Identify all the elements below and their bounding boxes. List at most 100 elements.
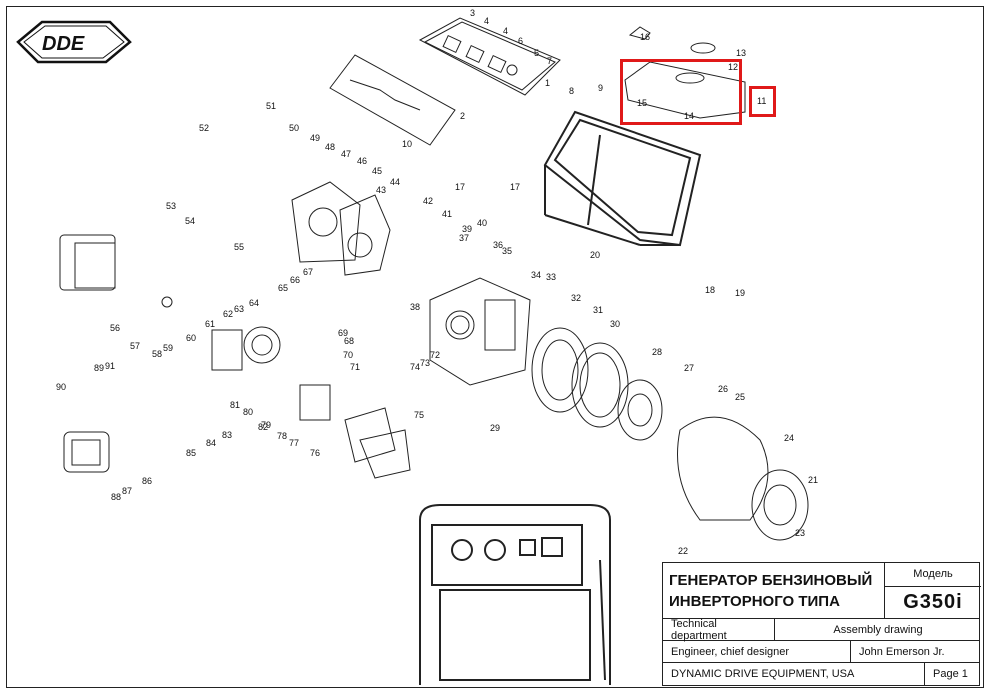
part-number-label: 6 (518, 36, 523, 46)
part-number-label: 2 (460, 111, 465, 121)
crankcase-part (291, 181, 391, 276)
engine-block-part (429, 277, 531, 386)
part-number-label: 9 (598, 83, 603, 93)
highlight-box-cover (620, 59, 742, 125)
part-number-label: 5 (534, 48, 539, 58)
product-title-line2: ИНВЕРТОРНОГО ТИПА (669, 592, 840, 610)
part-number-label: 1 (545, 78, 550, 88)
generator-overview-image (419, 504, 611, 685)
part-number-label: 20 (590, 250, 600, 260)
part-number-label: 63 (234, 304, 244, 314)
part-number-label: 24 (784, 433, 794, 443)
logo-text: DDE (42, 33, 85, 55)
control-panel-part (418, 17, 561, 96)
part-number-label: 90 (56, 382, 66, 392)
part-number-label: 80 (243, 407, 253, 417)
part-number-label: 46 (357, 156, 367, 166)
part-number-label: 45 (372, 166, 382, 176)
part-number-label: 52 (199, 123, 209, 133)
department-label: Technical department (663, 618, 775, 642)
part-number-label: 60 (186, 333, 196, 343)
part-number-label: 44 (390, 177, 400, 187)
part-number-label: 86 (142, 476, 152, 486)
product-title-cell: ГЕНЕРАТОР БЕНЗИНОВЫЙ ИНВЕРТОРНОГО ТИПА (663, 563, 885, 618)
dde-logo: DDE (16, 20, 132, 64)
model-value: G350i (903, 590, 963, 613)
part-number-label: 82 (258, 422, 268, 432)
part-number-label: 25 (735, 392, 745, 402)
product-title-line1: ГЕНЕРАТОР БЕНЗИНОВЫЙ (669, 571, 873, 589)
part-number-label: 88 (111, 492, 121, 502)
part-number-label: 68 (344, 336, 354, 346)
part-number-label: 4 (503, 26, 508, 36)
part-number-label: 59 (163, 343, 173, 353)
part-number-label: 58 (152, 349, 162, 359)
muffler-part (63, 431, 110, 473)
part-number-label: 75 (414, 410, 424, 420)
part-number-label: 18 (705, 285, 715, 295)
part-number-label: 76 (310, 448, 320, 458)
air-filter-part (59, 234, 173, 308)
title-block-engineer-row: Engineer, chief designer John Emerson Jr… (663, 641, 979, 663)
part-number-label: 42 (423, 196, 433, 206)
part-number-label: 91 (105, 361, 115, 371)
part-number-label: 71 (350, 362, 360, 372)
fan-part (531, 327, 663, 441)
part-number-label: 30 (610, 319, 620, 329)
part-number-label: 17 (455, 182, 465, 192)
part-number-label: 83 (222, 430, 232, 440)
company-name: DYNAMIC DRIVE EQUIPMENT, USA (663, 663, 925, 685)
part-number-label: 28 (652, 347, 662, 357)
drawing-type-label: Assembly drawing (833, 623, 923, 636)
part-number-label: 57 (130, 341, 140, 351)
title-block: ГЕНЕРАТОР БЕНЗИНОВЫЙ ИНВЕРТОРНОГО ТИПА М… (662, 562, 981, 686)
part-number-label: 23 (795, 528, 805, 538)
part-number-label: 55 (234, 242, 244, 252)
title-block-company-row: DYNAMIC DRIVE EQUIPMENT, USA Page 1 (663, 663, 979, 685)
part-number-label: 78 (277, 431, 287, 441)
part-number-label: 21 (808, 475, 818, 485)
part-number-label: 41 (442, 209, 452, 219)
part-number-label: 12 (728, 62, 738, 72)
frame-part (543, 110, 702, 247)
highlight-box-part-11 (749, 86, 776, 117)
part-number-label: 14 (684, 111, 694, 121)
part-number-label: 11 (757, 96, 766, 106)
part-number-label: 35 (502, 246, 512, 256)
carburetor-part (211, 326, 411, 479)
part-number-label: 17 (510, 182, 520, 192)
part-number-label: 43 (376, 185, 386, 195)
part-number-label: 74 (410, 362, 420, 372)
part-number-label: 84 (206, 438, 216, 448)
part-number-label: 79 (261, 420, 271, 430)
starter-cover-part (677, 416, 809, 541)
part-number-label: 61 (205, 319, 215, 329)
part-number-label: 10 (402, 139, 412, 149)
part-number-label: 64 (249, 298, 259, 308)
title-block-department-row: Technical department Assembly drawing (663, 618, 979, 642)
part-number-label: 27 (684, 363, 694, 373)
top-cover-part (624, 26, 746, 119)
part-number-label: 8 (569, 86, 574, 96)
part-number-label: 62 (223, 309, 233, 319)
part-number-label: 50 (289, 123, 299, 133)
part-number-label: 37 (459, 233, 469, 243)
part-number-label: 16 (640, 32, 650, 42)
part-number-label: 22 (678, 546, 688, 556)
part-number-label: 87 (122, 486, 132, 496)
part-number-label: 70 (343, 350, 353, 360)
part-number-labels: 3 4 4 6 5 7 1 2 8 9 16 13 12 15 14 11 10… (56, 8, 818, 556)
part-number-label: 89 (94, 363, 104, 373)
part-number-label: 15 (637, 98, 647, 108)
part-number-label: 81 (230, 400, 240, 410)
part-number-label: 67 (303, 267, 313, 277)
part-number-label: 19 (735, 288, 745, 298)
part-number-label: 53 (166, 201, 176, 211)
part-number-label: 65 (278, 283, 288, 293)
page-number: Page 1 (933, 668, 968, 680)
part-number-label: 4 (484, 16, 489, 26)
person-name: John Emerson Jr. (859, 645, 945, 658)
page-frame (6, 6, 984, 688)
part-number-label: 33 (546, 272, 556, 282)
